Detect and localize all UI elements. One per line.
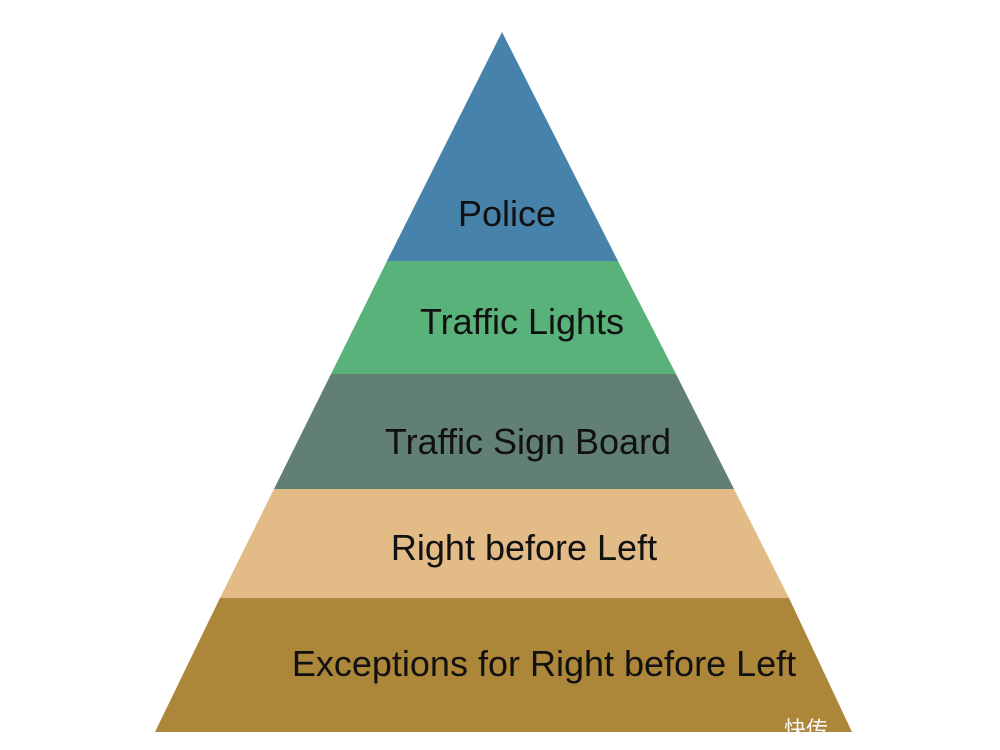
level-label-exceptions: Exceptions for Right before Left bbox=[292, 643, 796, 684]
level-label-right-before-left: Right before Left bbox=[391, 527, 657, 568]
level-label-traffic-sign-board: Traffic Sign Board bbox=[385, 421, 671, 462]
watermark: 快传 bbox=[784, 718, 829, 743]
level-label-police: Police bbox=[458, 193, 556, 234]
pyramid-level-right-before-left bbox=[220, 489, 789, 598]
pyramid-level-traffic-sign-board bbox=[274, 374, 734, 489]
pyramid-level-police bbox=[387, 32, 618, 261]
pyramid-level-exceptions bbox=[155, 598, 852, 732]
pyramid-level-traffic-lights bbox=[331, 261, 676, 374]
level-label-traffic-lights: Traffic Lights bbox=[420, 301, 624, 342]
